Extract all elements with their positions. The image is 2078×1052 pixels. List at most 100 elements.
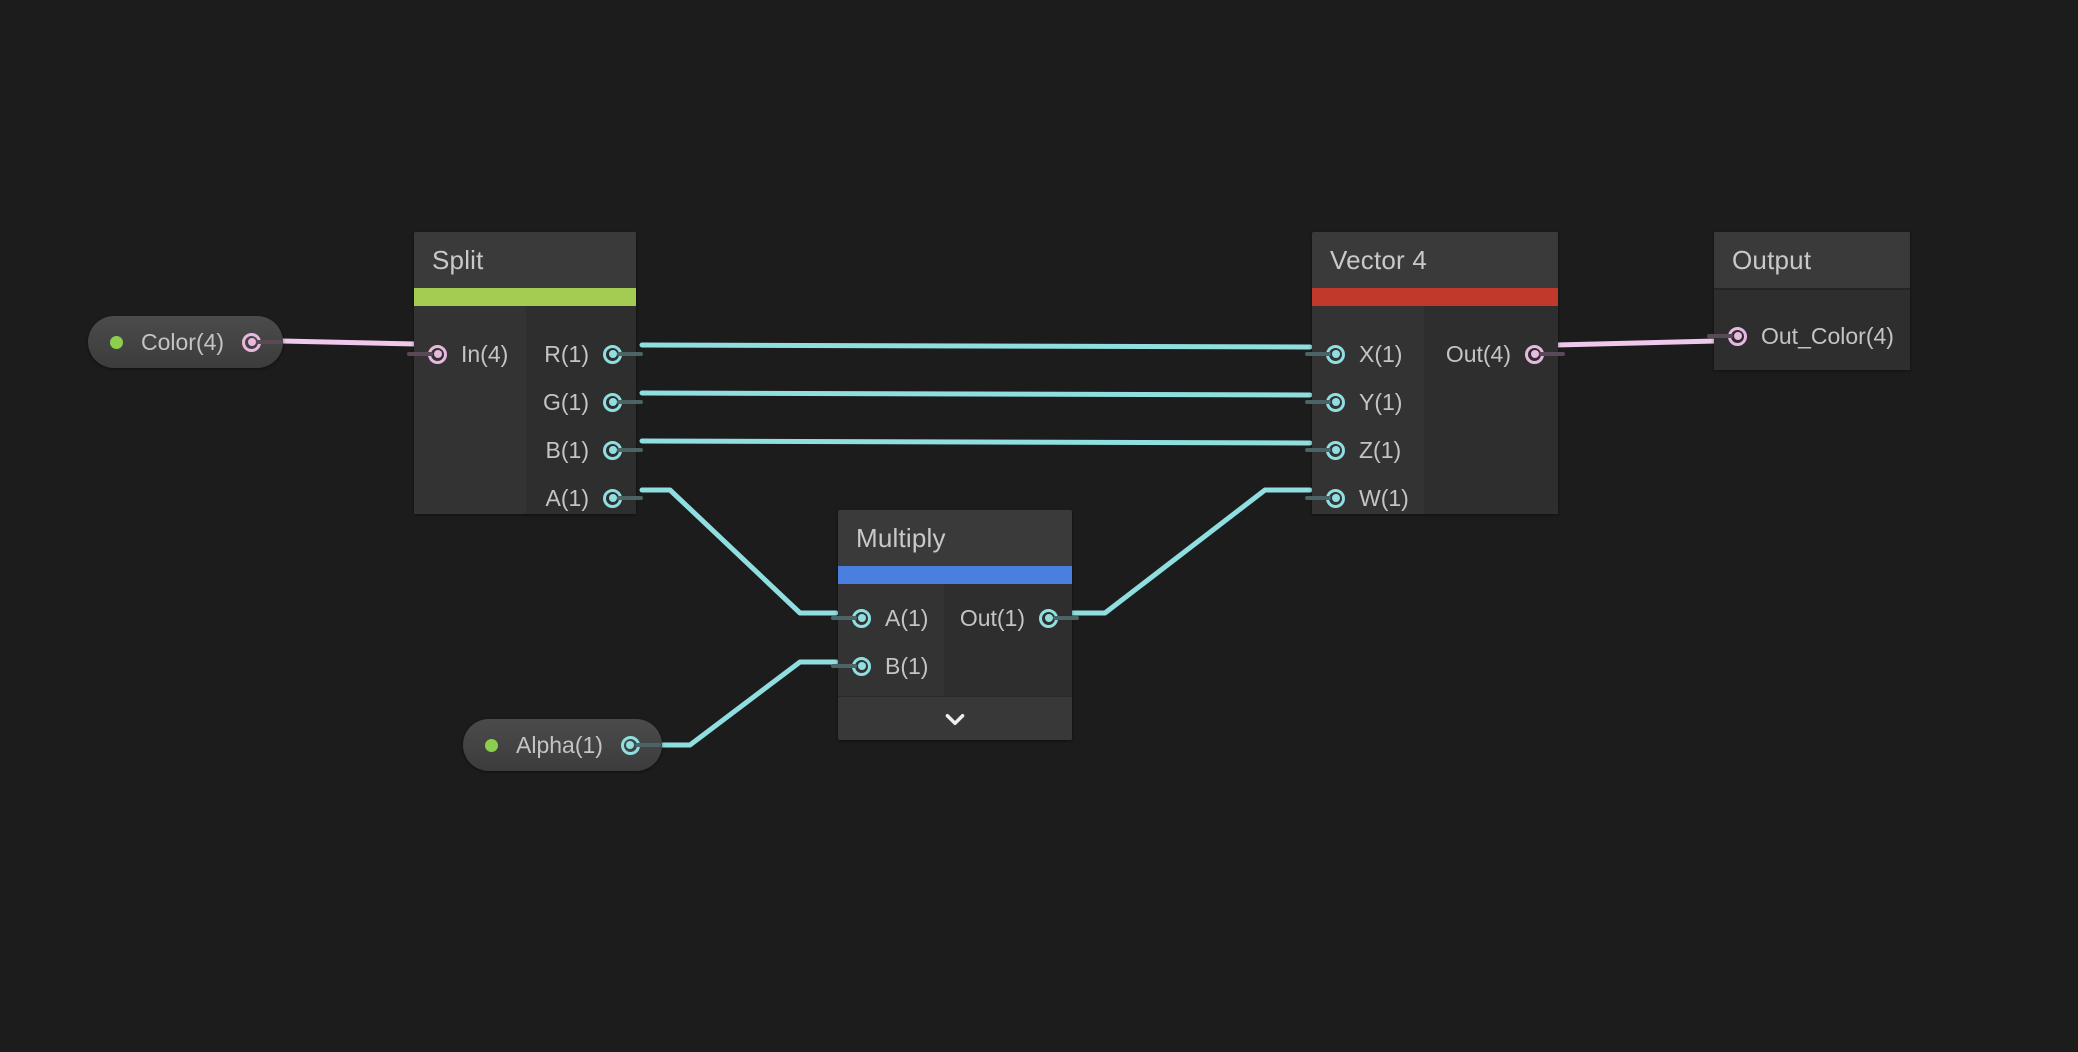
port-row-multiply-a[interactable]: A(1) [831,594,944,642]
property-type-dot [110,335,123,349]
port-row-vector4-x[interactable]: X(1) [1305,330,1424,378]
node-output-header[interactable]: Output [1714,232,1910,288]
port-stub [617,448,643,452]
port-label-vector4-w: W(1) [1359,484,1409,511]
node-alpha-property-label: Alpha(1) [516,731,603,758]
port-vector4-x[interactable] [1305,344,1345,364]
port-vector4-out[interactable] [1525,344,1565,364]
port-stub [1305,352,1331,356]
node-multiply-output-column: Out(1) [944,584,1079,696]
port-label-split-g: G(1) [543,388,589,415]
port-split-in[interactable] [407,344,447,364]
wire-split-r-to-vector4-x [639,342,1313,350]
port-label-split-r: R(1) [544,340,589,367]
port-label-multiply-out: Out(1) [959,604,1025,631]
node-output-input-column: Out_Color(4) [1707,290,1910,370]
port-row-output-color[interactable]: Out_Color(4) [1707,312,1910,360]
port-label-split-b: B(1) [545,436,589,463]
port-vector4-y[interactable] [1305,392,1345,412]
port-label-multiply-a: A(1) [885,604,929,631]
port-row-multiply-b[interactable]: B(1) [831,642,944,690]
node-vector4-title: Vector 4 [1330,244,1427,275]
wire-alpha-to-multiply-b [652,659,839,748]
port-stub [617,400,643,404]
port-output-color[interactable] [1707,326,1747,346]
port-vector4-w[interactable] [1305,488,1345,508]
node-multiply[interactable]: Multiply A(1) B(1) [831,510,1079,740]
node-split-output-column: R(1) G(1) B(1) [526,306,643,514]
port-stub [1305,400,1331,404]
node-multiply-title: Multiply [856,522,946,553]
node-vector4-header[interactable]: Vector 4 [1312,232,1558,288]
node-vector4-output-column: Out(4) [1424,306,1565,514]
port-row-multiply-out[interactable]: Out(1) [944,594,1079,642]
port-stub [1539,352,1565,356]
node-vector4-input-column: X(1) Y(1) Z(1) [1305,306,1424,514]
wire-split-g-to-vector4-y [639,390,1313,398]
port-label-vector4-y: Y(1) [1359,388,1403,415]
port-label-output-color: Out_Color(4) [1761,322,1894,349]
chevron-down-icon [945,713,965,725]
wire-color-to-split-in [279,338,419,347]
node-output[interactable]: Output Out_Color(4) [1707,232,1910,370]
port-split-r[interactable] [603,344,643,364]
node-output-title: Output [1732,244,1812,275]
port-alpha-out[interactable] [620,735,661,755]
port-label-vector4-x: X(1) [1359,340,1403,367]
port-stub [831,664,857,668]
node-split-input-column: In(4) [407,306,526,514]
node-split[interactable]: Split In(4) R(1) [407,232,643,514]
port-stub [831,616,857,620]
port-label-multiply-b: B(1) [885,652,929,679]
port-row-split-g[interactable]: G(1) [526,378,643,426]
port-stub [1305,496,1331,500]
wire-multiply-out-to-vector4-w [1065,487,1313,616]
port-row-vector4-z[interactable]: Z(1) [1305,426,1424,474]
port-row-split-r[interactable]: R(1) [526,330,643,378]
port-split-g[interactable] [603,392,643,412]
port-row-split-b[interactable]: B(1) [526,426,643,474]
node-vector4[interactable]: Vector 4 X(1) Y(1) [1305,232,1565,514]
port-label-vector4-z: Z(1) [1359,436,1402,463]
node-output-body: Out_Color(4) [1707,290,1910,370]
port-multiply-out[interactable] [1039,608,1079,628]
port-stub [256,340,283,344]
node-multiply-accent-bar [838,566,1072,584]
node-vector4-body: X(1) Y(1) Z(1) [1305,306,1565,514]
port-row-vector4-out[interactable]: Out(4) [1424,330,1565,378]
port-label-split-a: A(1) [545,484,589,511]
node-split-header[interactable]: Split [414,232,636,288]
port-stub [1707,334,1733,338]
node-output-divider [1714,288,1910,290]
port-color-out[interactable] [242,332,283,352]
node-multiply-body: A(1) B(1) Out(1) [831,584,1079,696]
port-row-vector4-w[interactable]: W(1) [1305,474,1424,522]
port-multiply-a[interactable] [831,608,871,628]
port-row-vector4-y[interactable]: Y(1) [1305,378,1424,426]
wire-split-a-to-multiply-a [639,487,839,616]
port-row-split-a[interactable]: A(1) [526,474,643,522]
wire-vector4-out-to-output [1553,338,1719,348]
node-split-accent-bar [414,288,636,306]
port-stub [407,352,433,356]
port-split-b[interactable] [603,440,643,460]
port-stub [617,496,643,500]
port-stub [617,352,643,356]
port-multiply-b[interactable] [831,656,871,676]
wire-split-b-to-vector4-z [639,438,1313,446]
node-alpha-property[interactable]: Alpha(1) [463,719,662,771]
port-label-split-in: In(4) [461,340,509,367]
node-vector4-accent-bar [1312,288,1558,306]
property-type-dot [485,738,498,752]
port-row-split-in[interactable]: In(4) [407,330,526,378]
node-multiply-expander-button[interactable] [838,696,1072,740]
port-stub [634,743,661,747]
node-color-property[interactable]: Color(4) [88,316,284,368]
port-stub [1305,448,1331,452]
port-split-a[interactable] [603,488,643,508]
port-label-vector4-out: Out(4) [1445,340,1511,367]
port-vector4-z[interactable] [1305,440,1345,460]
node-multiply-input-column: A(1) B(1) [831,584,944,696]
node-multiply-header[interactable]: Multiply [838,510,1072,566]
